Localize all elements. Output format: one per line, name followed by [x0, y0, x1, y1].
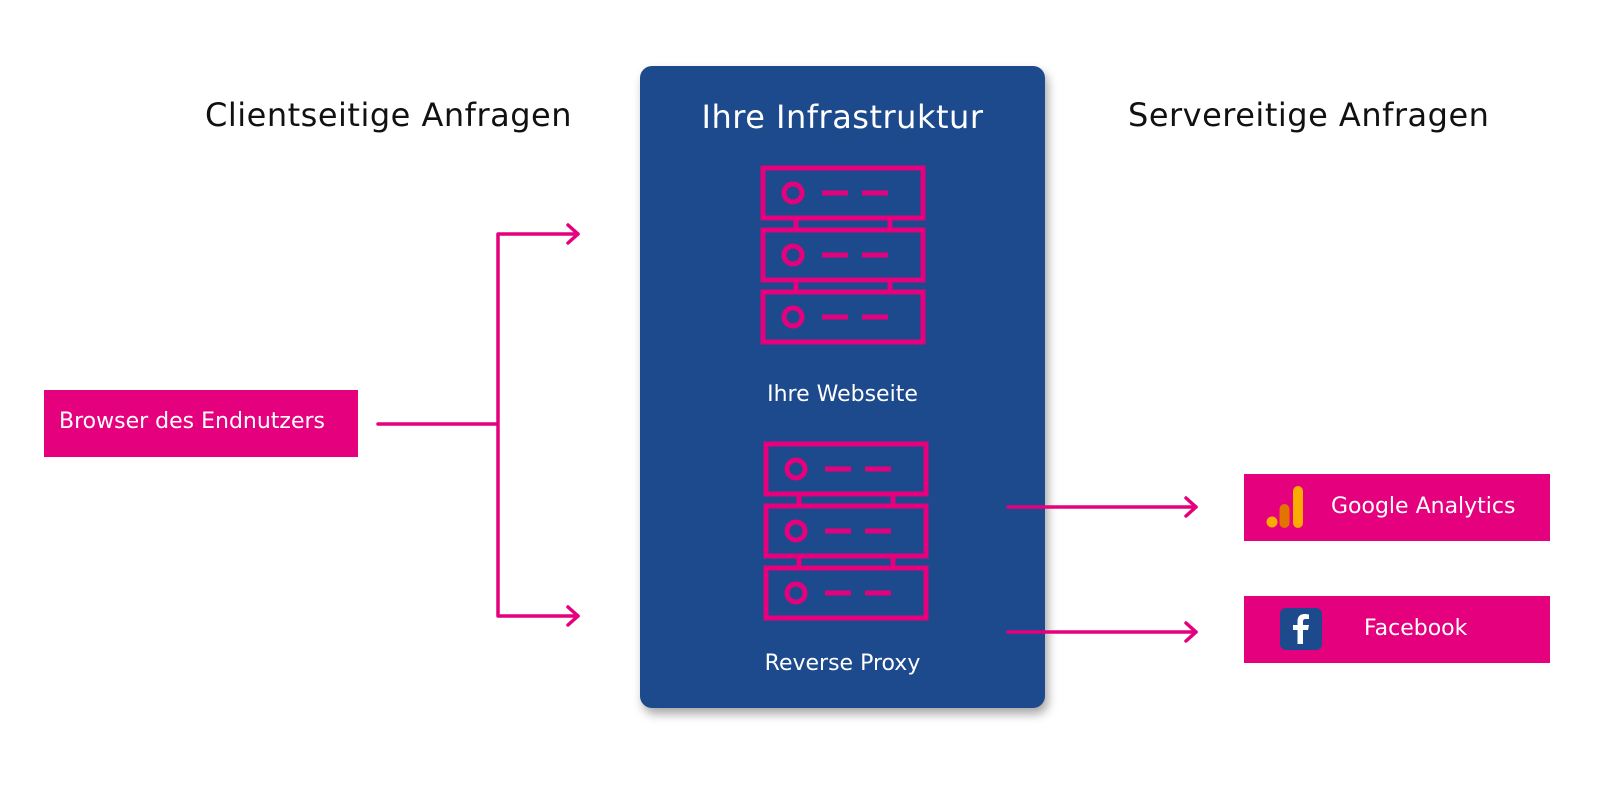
- arrowhead: [566, 605, 580, 627]
- arrowhead: [1184, 496, 1198, 518]
- arrowhead: [566, 223, 580, 245]
- reverse-proxy-label: Reverse Proxy: [764, 651, 921, 676]
- website-label: Ihre Webseite: [767, 382, 918, 407]
- client-requests-heading: Clientseitige Anfragen: [205, 96, 572, 134]
- server-rack-icon: [763, 441, 929, 621]
- browser-fork-connector: [376, 232, 580, 618]
- google-analytics-node: Google Analytics: [1244, 474, 1550, 541]
- google-analytics-label: Google Analytics: [1331, 494, 1516, 519]
- facebook-label: Facebook: [1364, 616, 1468, 641]
- arrowhead: [1184, 621, 1198, 643]
- infrastructure-panel: Ihre Infrastruktur Ihre Webseite: [640, 66, 1045, 708]
- server-requests-heading: Servereitige Anfragen: [1128, 96, 1490, 134]
- browser-node: Browser des Endnutzers: [44, 390, 358, 457]
- google-analytics-icon: [1266, 486, 1303, 528]
- facebook-node: Facebook: [1244, 596, 1550, 663]
- facebook-icon: [1280, 608, 1322, 650]
- browser-label: Browser des Endnutzers: [59, 409, 326, 434]
- server-rack-icon: [760, 165, 926, 345]
- infrastructure-title: Ihre Infrastruktur: [701, 98, 984, 136]
